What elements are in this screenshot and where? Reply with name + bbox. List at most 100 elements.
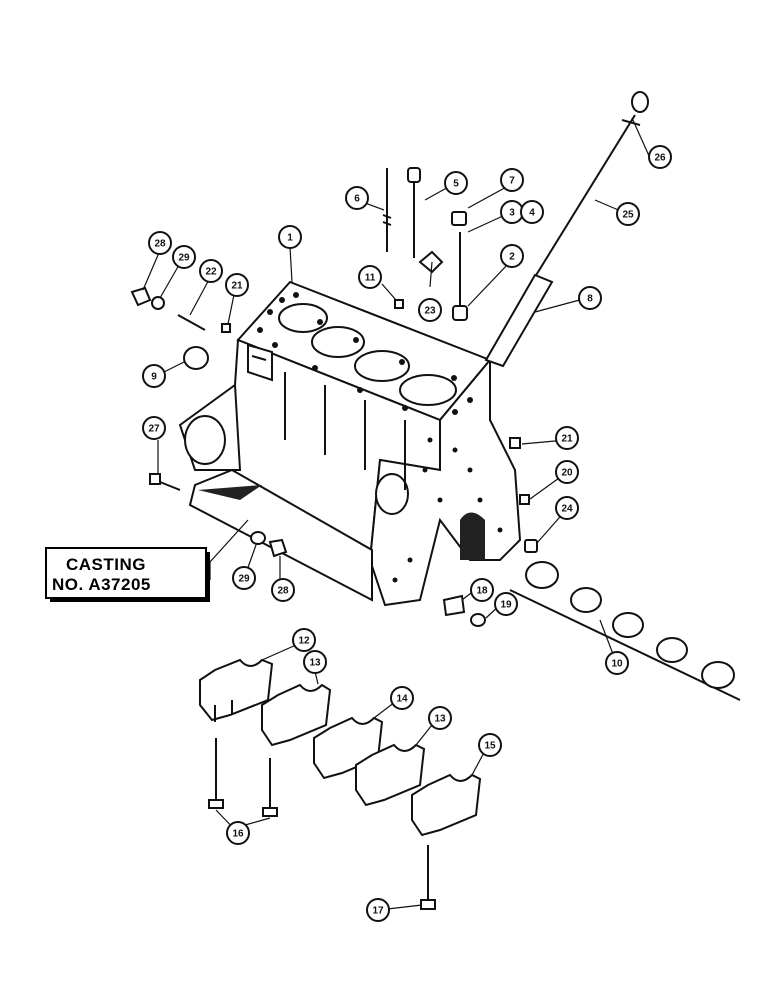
callout-c19: 19 (494, 592, 518, 616)
callout-c20: 20 (555, 460, 579, 484)
fitting-23 (418, 250, 444, 274)
callout-circle (142, 416, 166, 440)
plug-21-right (509, 437, 521, 449)
callout-circle (199, 259, 223, 283)
callout-number: 13 (309, 658, 321, 669)
callout-number: 24 (561, 504, 573, 515)
callout-c26: 26 (648, 145, 672, 169)
callout-circle (616, 202, 640, 226)
bearing-cap-13-upper (261, 683, 332, 747)
plug-11 (394, 299, 404, 309)
callout-circle (555, 460, 579, 484)
callout-circle (148, 231, 172, 255)
cylinder-block (178, 280, 522, 607)
nut-28-lower (268, 538, 288, 558)
camshaft-bearings-10 (509, 561, 741, 701)
callout-number: 20 (561, 468, 573, 479)
callout-number: 13 (434, 714, 446, 725)
dipstick-26 (529, 91, 649, 286)
callout-circle (418, 298, 442, 322)
callout-number: 7 (509, 176, 515, 187)
callout-c21a: 21 (225, 273, 249, 297)
callout-number: 2 (509, 252, 515, 263)
callout-number: 22 (205, 267, 217, 278)
callout-circle (278, 225, 302, 249)
callout-number: 9 (151, 372, 157, 383)
callout-c8: 8 (578, 286, 602, 310)
casting-label-line1: CASTING (66, 555, 146, 574)
bolt-18 (442, 594, 466, 617)
callout-number: 3 (509, 208, 515, 219)
callout-c21b: 21 (555, 426, 579, 450)
callout-circle (500, 168, 524, 192)
dipstick-tube-8 (484, 273, 554, 368)
callout-c15: 15 (478, 733, 502, 757)
plug-21-left (221, 323, 231, 333)
nut-7 (451, 211, 467, 226)
washer-29-lower (250, 531, 266, 545)
callout-c24: 24 (555, 496, 579, 520)
callout-number: 5 (453, 179, 459, 190)
callout-circle (226, 821, 250, 845)
callout-circle (358, 265, 382, 289)
callout-number: 17 (372, 906, 384, 917)
callout-number: 14 (396, 694, 408, 705)
callout-c27: 27 (142, 416, 166, 440)
callout-number: 1 (287, 233, 293, 244)
callout-number: 6 (354, 194, 360, 205)
bearing-cap-15 (411, 773, 482, 837)
callout-c12: 12 (292, 628, 316, 652)
callout-c4: 4 (520, 200, 544, 224)
callout-circle (500, 244, 524, 268)
stud-2 (452, 232, 468, 321)
callout-c14: 14 (390, 686, 414, 710)
callout-c1: 1 (278, 225, 302, 249)
callout-number: 26 (654, 153, 666, 164)
callout-circle (271, 578, 295, 602)
callout-circle (494, 592, 518, 616)
callout-number: 28 (277, 586, 289, 597)
callout-c6: 6 (345, 186, 369, 210)
casting-number-label: CASTING NO. A37205 (45, 547, 210, 602)
callout-c13a: 13 (303, 650, 327, 674)
callout-circle (478, 733, 502, 757)
callout-circle (390, 686, 414, 710)
callout-number: 29 (178, 253, 190, 264)
callout-number: 11 (365, 273, 376, 284)
bolt-27 (149, 473, 181, 491)
callout-circle (578, 286, 602, 310)
callout-c29a: 29 (172, 245, 196, 269)
callout-circle (555, 496, 579, 520)
washer-29 (151, 296, 165, 310)
callout-number: 8 (587, 294, 593, 305)
callout-c10: 10 (605, 651, 629, 675)
callout-number: 27 (148, 424, 160, 435)
callout-number: 12 (298, 636, 310, 647)
cap-bolt-16-left (208, 738, 224, 809)
callout-c11: 11 (358, 265, 382, 289)
callout-c7: 7 (500, 168, 524, 192)
callout-circle (555, 426, 579, 450)
callout-number: 16 (232, 829, 244, 840)
callout-c28a: 28 (148, 231, 172, 255)
callout-circle (345, 186, 369, 210)
callout-number: 21 (231, 281, 243, 292)
callout-circle (520, 200, 544, 224)
callout-c18: 18 (470, 578, 494, 602)
callout-number: 15 (484, 741, 496, 752)
casting-label-line2: NO. A37205 (52, 575, 151, 594)
bearing-cap-13-lower (355, 743, 426, 807)
callout-circle (444, 171, 468, 195)
stud-22 (177, 314, 206, 331)
callout-number: 4 (529, 208, 535, 219)
callout-circle (292, 628, 316, 652)
callout-c2: 2 (500, 244, 524, 268)
callout-number: 23 (424, 306, 436, 317)
callout-c9: 9 (142, 364, 166, 388)
callout-number: 18 (476, 586, 488, 597)
callout-c16: 16 (226, 821, 250, 845)
nut-28 (130, 286, 152, 307)
callout-circle (303, 650, 327, 674)
